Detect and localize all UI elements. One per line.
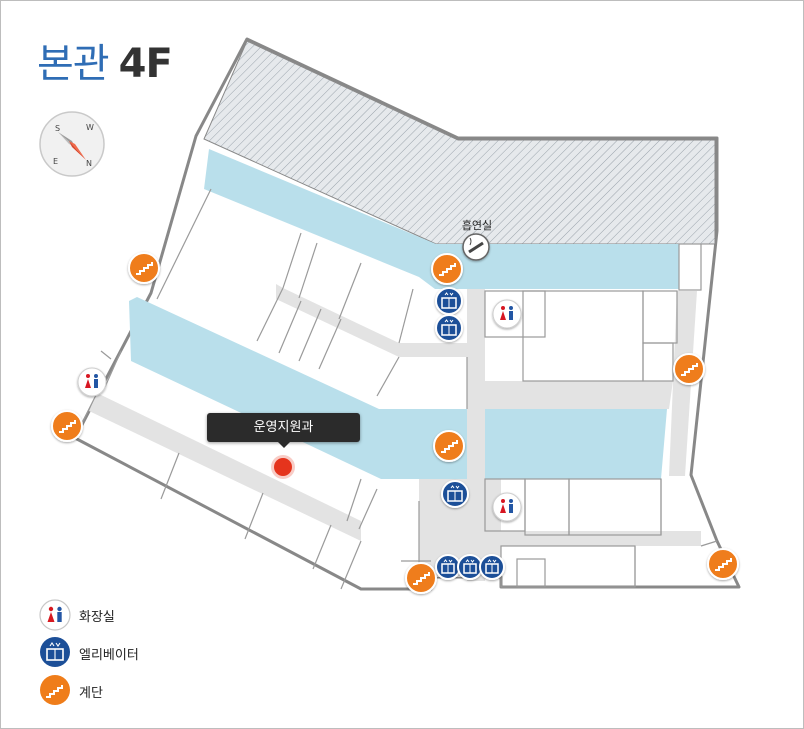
- building-name: 본관: [37, 41, 110, 87]
- elevator-icon[interactable]: [479, 554, 505, 580]
- compass-letter: W: [86, 123, 94, 132]
- location-tooltip: 운영지원과: [207, 413, 360, 448]
- legend-label: 계단: [79, 686, 103, 701]
- compass-letter: S: [55, 124, 60, 133]
- stairs-icon[interactable]: [707, 548, 739, 580]
- restroom-icon[interactable]: [492, 492, 522, 522]
- stairs-icon[interactable]: [433, 430, 465, 462]
- legend-stairs-icon: [40, 675, 70, 705]
- compass-icon: S W E N: [39, 111, 105, 177]
- stairs-icon[interactable]: [405, 562, 437, 594]
- restroom-icon[interactable]: [492, 299, 522, 329]
- elevator-icon[interactable]: [441, 480, 469, 508]
- elevator-icon[interactable]: [435, 314, 463, 342]
- restricted-area: [203, 40, 716, 245]
- legend-label: 엘리베이터: [79, 648, 139, 663]
- smoking-room-label: 흡연실: [461, 219, 493, 232]
- legend-restroom-icon: [39, 599, 71, 631]
- restroom-icon[interactable]: [77, 367, 107, 397]
- stairs-icon[interactable]: [51, 410, 83, 442]
- legend-item-stairs: 계단: [39, 674, 239, 708]
- floor-number: 4F: [118, 41, 173, 87]
- legend-label: 화장실: [79, 610, 115, 625]
- smoking-room-icon[interactable]: [462, 233, 490, 261]
- legend-item-restroom: 화장실: [39, 598, 239, 632]
- location-marker[interactable]: [271, 455, 295, 479]
- legend-item-elevator: 엘리베이터: [39, 636, 239, 670]
- stairs-icon[interactable]: [431, 253, 463, 285]
- compass-letter: N: [86, 159, 92, 168]
- elevator-icon[interactable]: [435, 554, 461, 580]
- room-walls: [80, 188, 718, 590]
- stairs-icon[interactable]: [128, 252, 160, 284]
- legend-elevator-icon: [40, 637, 70, 667]
- stairs-icon[interactable]: [673, 353, 705, 385]
- compass-letter: E: [53, 157, 58, 166]
- elevator-icon[interactable]: [457, 554, 483, 580]
- elevator-icon[interactable]: [435, 287, 463, 315]
